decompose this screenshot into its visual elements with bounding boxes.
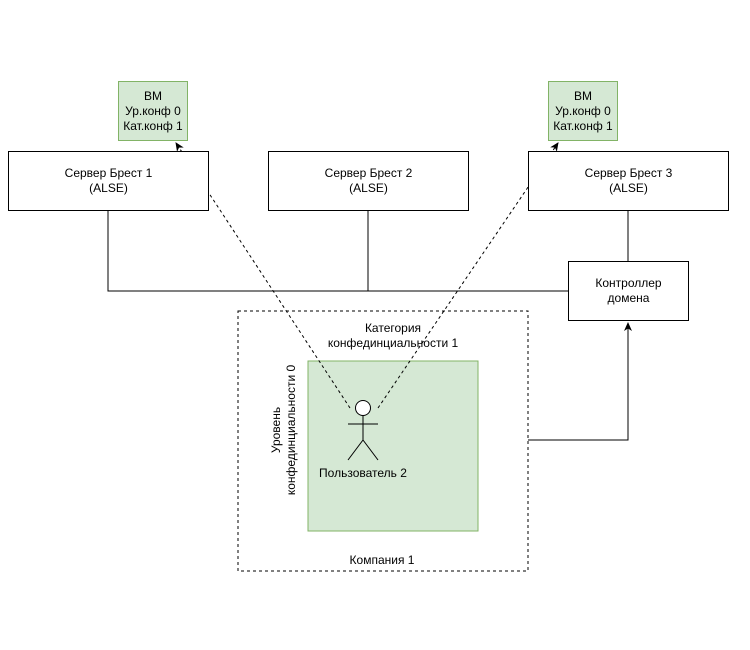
server-os: (ALSE) [349,181,388,195]
server-name: Сервер Брест 3 [584,166,673,180]
company-controller-arrow [528,322,632,441]
domain-controller-box[interactable]: Контроллер домена [568,261,689,321]
category-label-line1: Категория [364,321,422,335]
level-label-line2: конфединциальности 0 [284,364,298,496]
user-label: Пользователь 2 [319,466,407,480]
server-os: (ALSE) [89,181,128,195]
vm-category: Кат.конф 1 [553,118,613,133]
server-box-1[interactable]: Сервер Брест 1 (ALSE) [8,151,209,211]
network-link-server1 [107,211,568,292]
server-name: Сервер Брест 1 [64,166,153,180]
category-label: Категория конфединциальности 1 [303,321,483,351]
category-label-line2: конфединциальности 1 [327,336,459,350]
server-name: Сервер Брест 2 [324,166,413,180]
server-box-3[interactable]: Сервер Брест 3 (ALSE) [528,151,729,211]
level-label: Уровень конфединциальности 0 [269,340,299,520]
vm-level: Ур.конф 0 [125,103,181,118]
category-area [307,360,479,532]
controller-line1: Контроллер [595,276,662,290]
company-label: Компания 1 [349,553,415,567]
controller-line2: домена [607,291,650,305]
server-box-2[interactable]: Сервер Брест 2 (ALSE) [268,151,469,211]
server-os: (ALSE) [609,181,648,195]
vm-box-2[interactable]: ВМ Ур.конф 0 Кат.конф 1 [548,81,618,141]
vm-level: Ур.конф 0 [555,103,611,118]
vm-title: ВМ [574,88,592,103]
vm-title: ВМ [144,88,162,103]
level-label-line1: Уровень [269,406,283,454]
vm-box-1[interactable]: ВМ Ур.конф 0 Кат.конф 1 [118,81,188,141]
company-boundary [237,310,529,572]
vm-category: Кат.конф 1 [123,118,183,133]
user-actor-icon [347,400,379,461]
